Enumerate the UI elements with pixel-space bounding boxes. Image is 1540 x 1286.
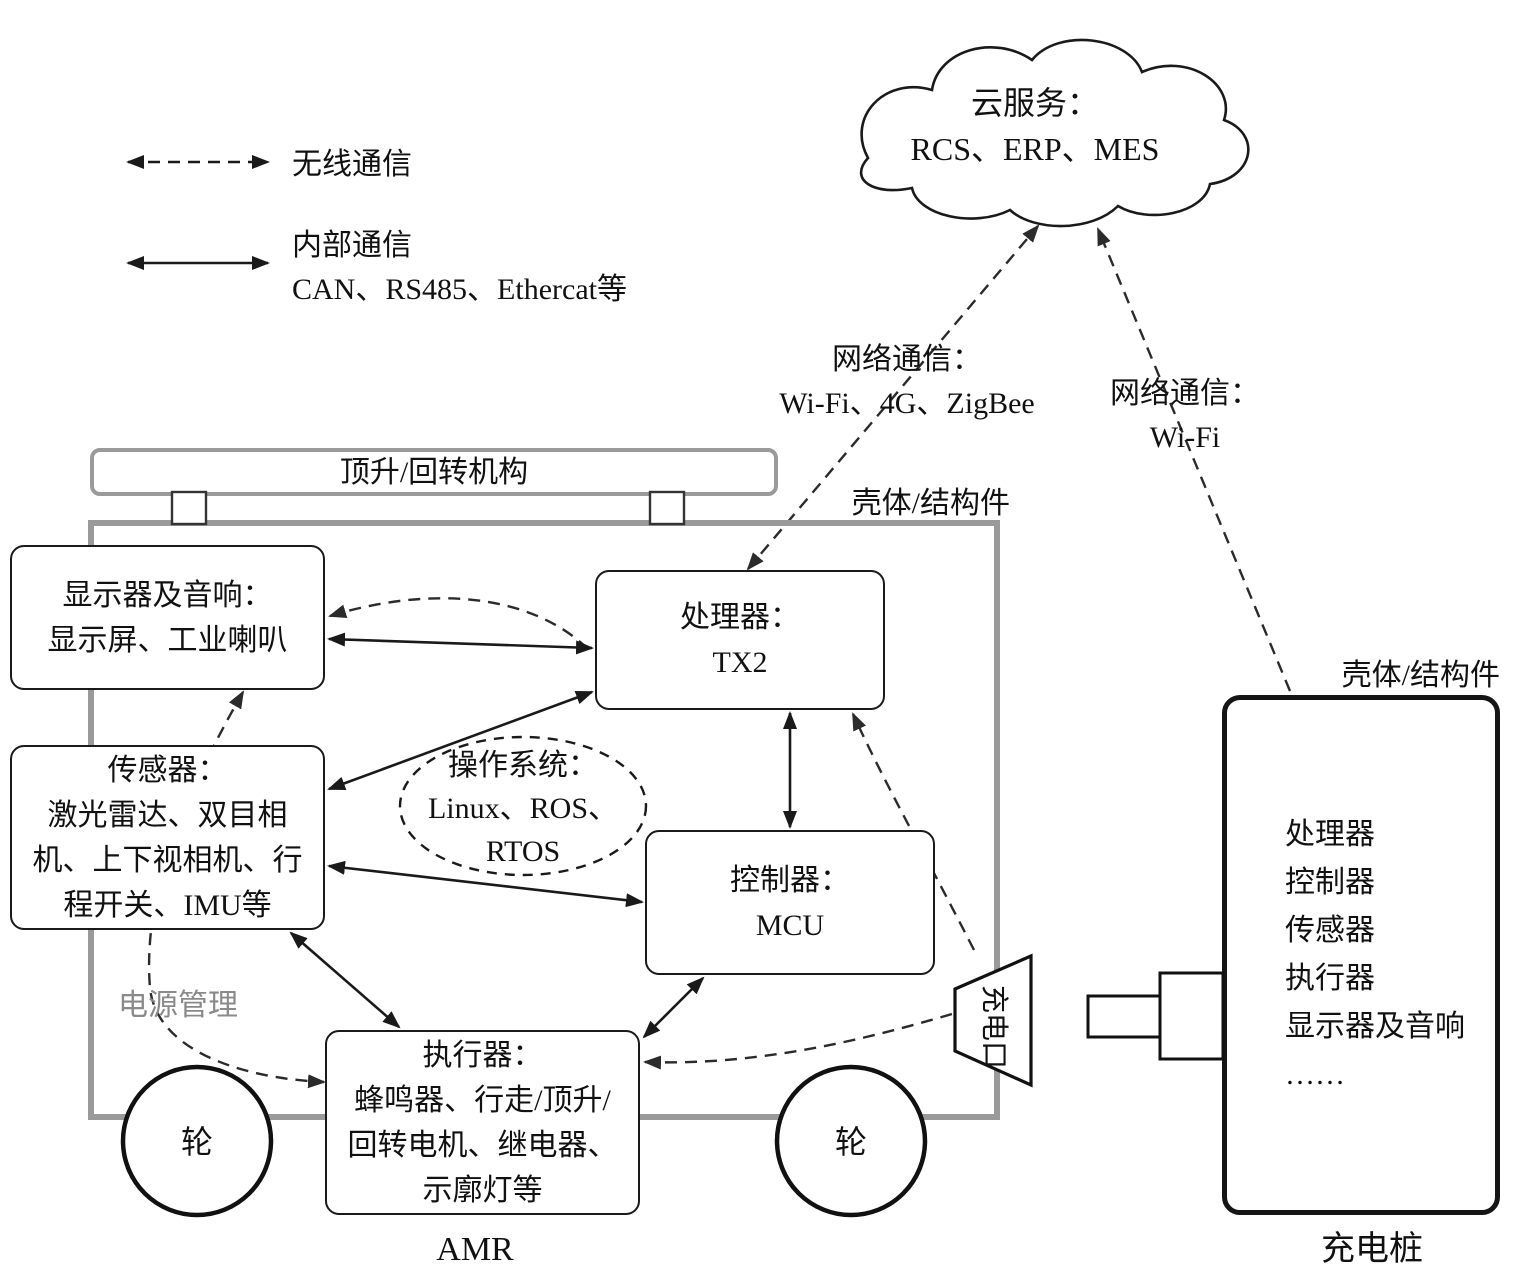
legend-wireless-label: 无线通信 [292,148,412,181]
os-detail-1: Linux、ROS、 [427,792,619,825]
power-management-label: 电源管理 [118,989,238,1022]
station-shell-label: 壳体/结构件 [1341,659,1500,692]
arrow-tx2-sensors [327,690,594,791]
network-label-charger-detail: Wi-Fi [1149,421,1221,454]
station-item-sensors: 传感器 [1285,914,1375,947]
station-item-controller: 控制器 [1285,866,1375,899]
actuators-detail-3: 示廓灯等 [422,1173,543,1207]
charge-port-label: 充电口 [978,984,1009,1069]
processor-detail: TX2 [712,646,768,679]
network-label-tx2-title: 网络通信： [832,343,982,376]
station-item-display: 显示器及音响 [1285,1010,1465,1043]
lift-mechanism-label: 顶升/回转机构 [339,455,529,489]
power-curve-actuator-port [643,1012,953,1070]
sensors-title: 传感器： [107,753,228,787]
cloud-services: RCS、ERP、MES [910,131,1160,167]
lift-mechanism-box: 顶升/回转机构 [90,448,778,496]
legend-internal-sub: CAN、RS485、Ethercat等 [292,273,627,306]
network-label-tx2: 网络通信： Wi-Fi、4G、ZigBee [742,338,1072,426]
lift-connector-right [648,490,686,526]
wheel-right [774,1064,928,1218]
network-label-charger-title: 网络通信： [1110,377,1260,410]
cloud-title: 云服务： [970,85,1099,121]
charger-plug-base [1158,971,1225,1061]
wheel-left [120,1064,274,1218]
station-caption: 充电桩 [1321,1231,1423,1268]
cloud-label: 云服务： RCS、ERP、MES [855,80,1215,172]
display-audio-title: 显示器及音响： [62,578,273,612]
actuators-title: 执行器： [422,1038,543,1072]
arrow-display-tx2 [327,632,594,655]
station-item-processor: 处理器 [1285,818,1375,851]
charge-port-shape [953,953,1033,1088]
actuators-box: 执行器： 蜂鸣器、行走/顶升/ 回转电机、继电器、 示廓灯等 [325,1030,640,1215]
charger-plug-tip [1086,994,1162,1039]
display-audio-detail: 显示屏、工业喇叭 [47,623,288,657]
lift-connector-left [170,490,208,526]
actuators-detail-2: 回转电机、继电器、 [347,1128,618,1162]
display-audio-box: 显示器及音响： 显示屏、工业喇叭 [10,545,325,690]
wireless-link-charger-cloud [1096,227,1292,692]
amr-caption: AMR [436,1231,514,1268]
station-item-actuators: 执行器 [1285,962,1375,995]
controller-title: 控制器： [730,863,850,897]
arrow-mcu-actuators [642,976,705,1039]
controller-box: 控制器： MCU [645,830,935,975]
network-label-charger: 网络通信： Wi-Fi [1080,372,1290,460]
network-label-tx2-detail: Wi-Fi、4G、ZigBee [779,387,1035,420]
charging-station-box: 处理器 控制器 传感器 执行器 显示器及音响 …… [1222,695,1500,1215]
wheel-right-label: 轮 [834,1124,867,1160]
arrow-sensors-mcu [327,860,644,908]
arrow-sensors-actuators [289,931,401,1029]
amr-shell-label: 壳体/结构件 [851,487,1010,520]
station-item-ellipsis: …… [1285,1058,1345,1091]
legend-internal-title: 内部通信 [292,229,412,262]
cloud-shape [859,38,1250,228]
processor-box: 处理器： TX2 [595,570,885,710]
legend-internal-label: 内部通信 CAN、RS485、Ethercat等 [292,224,627,312]
power-curve-display [328,597,590,651]
controller-detail: MCU [755,908,825,942]
power-curve-port-tx2 [851,712,976,951]
actuators-detail-1: 蜂鸣器、行走/顶升/ [354,1083,611,1117]
processor-title: 处理器： [680,601,800,634]
power-curve-left [147,690,326,1089]
wireless-link-tx2-cloud [746,224,1040,571]
wheel-left-label: 轮 [180,1124,213,1160]
